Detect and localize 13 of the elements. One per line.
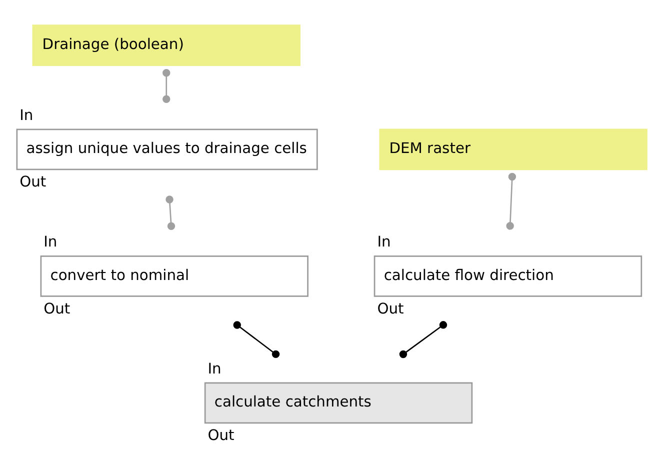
- node-label: Out: [208, 426, 234, 444]
- node-label: Out: [377, 300, 404, 317]
- node-label: Out: [44, 300, 70, 317]
- node-label: In: [208, 360, 222, 377]
- connector: [506, 172, 516, 230]
- connector: [166, 195, 176, 230]
- connector: [233, 320, 280, 358]
- connector: [162, 68, 170, 103]
- connector: [399, 320, 448, 358]
- node-label: In: [44, 233, 58, 250]
- node-label: In: [20, 106, 34, 124]
- node-label: Out: [20, 173, 46, 190]
- node-label: In: [377, 233, 391, 250]
